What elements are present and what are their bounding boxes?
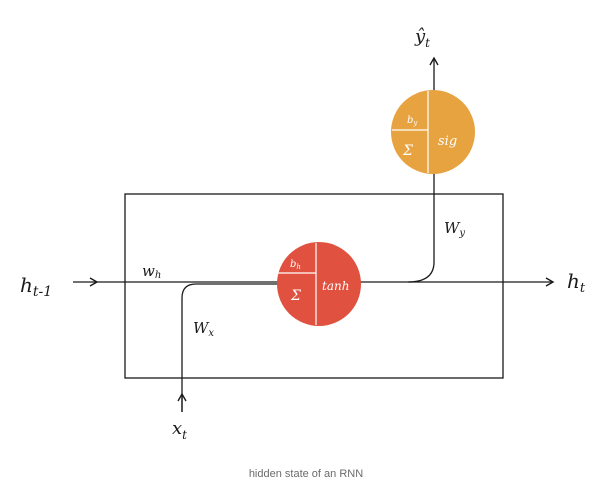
hidden-node-bias: bh (290, 259, 301, 271)
output-node-bias: by (407, 115, 418, 127)
output-node-activation: sig (438, 134, 457, 149)
hidden-node-activation: tanh (322, 279, 349, 293)
output-node: by Σ sig (391, 90, 475, 174)
diagram-caption: hidden state of an RNN (248, 468, 364, 480)
y-output-label: ŷt (414, 26, 430, 50)
hidden-state-box (124, 193, 504, 379)
hidden-node-sum: Σ (290, 288, 301, 304)
h-prev-label: ht-1 (20, 273, 52, 300)
w-h-label: wh (142, 262, 161, 281)
output-node-sum: Σ (402, 143, 413, 159)
w-y-label: Wy (444, 219, 465, 239)
w-y-branch-line (407, 168, 435, 283)
h-next-label: ht (567, 269, 586, 296)
x-input-line (181, 283, 282, 412)
x-input-label: xt (172, 418, 187, 442)
hidden-node: bh Σ tanh (277, 242, 361, 326)
w-x-label: Wx (193, 319, 214, 339)
